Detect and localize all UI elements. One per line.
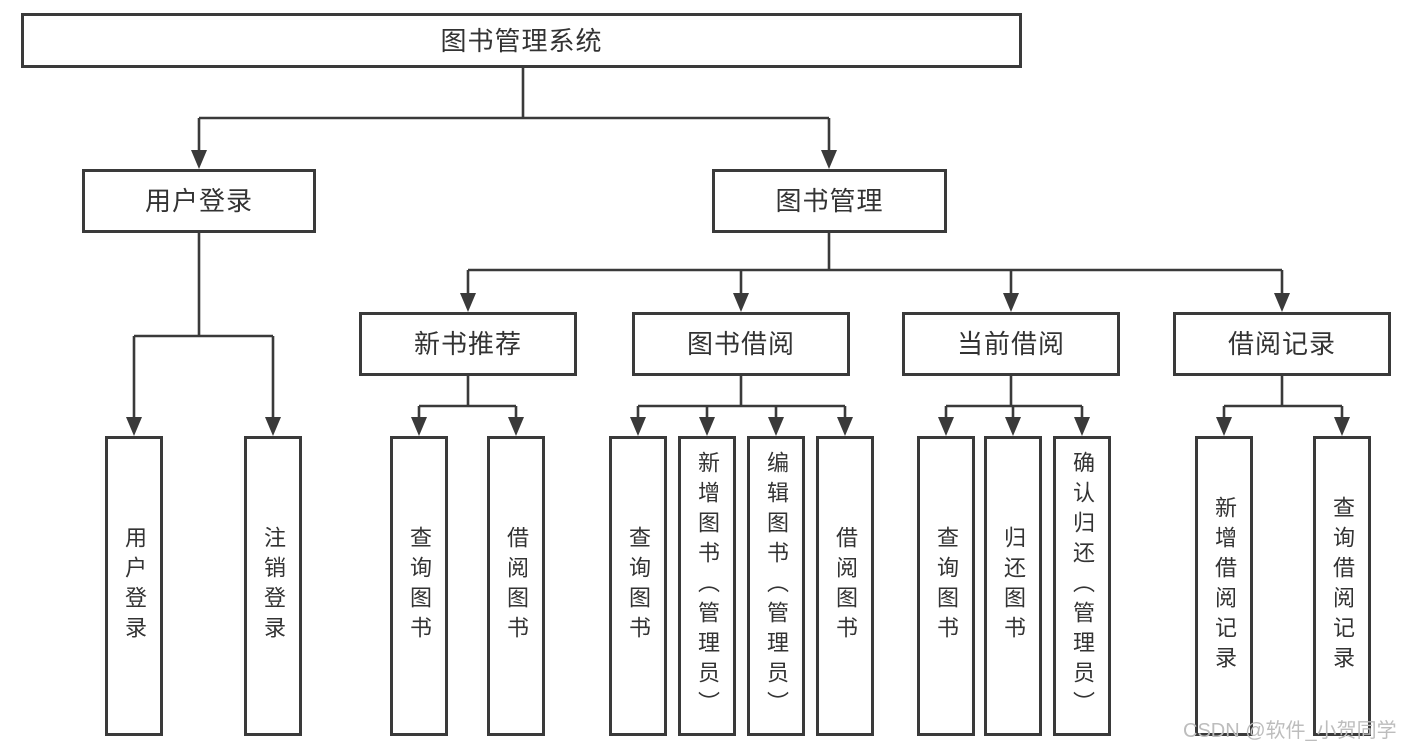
- arrowhead-icon: [1216, 417, 1232, 436]
- node-label: 新增图书（管理员）: [695, 451, 720, 721]
- arrowhead-icon: [821, 150, 837, 169]
- node-borrow-records: 借阅记录: [1173, 312, 1391, 376]
- node-leaf-bb-add-books-admin: 新增图书（管理员）: [678, 436, 736, 736]
- arrowhead-icon: [411, 417, 427, 436]
- node-user-login-branch: 用户登录: [82, 169, 316, 233]
- node-label: 新增借阅记录: [1212, 496, 1237, 676]
- arrowhead-icon: [733, 293, 749, 312]
- arrowhead-icon: [1074, 417, 1090, 436]
- node-label: 查询图书: [407, 526, 432, 646]
- node-label: 查询借阅记录: [1330, 496, 1355, 676]
- arrowhead-icon: [1003, 293, 1019, 312]
- arrowhead-icon: [460, 293, 476, 312]
- arrowhead-icon: [1005, 417, 1021, 436]
- connector-borrow-records: [1216, 376, 1350, 436]
- node-label: 借阅图书: [504, 526, 529, 646]
- arrowhead-icon: [699, 417, 715, 436]
- connector-current-borrowing: [938, 376, 1090, 436]
- node-root-label: 图书管理系统: [440, 25, 603, 56]
- node-label: 图书借阅: [686, 329, 795, 359]
- connector-user-login: [126, 233, 281, 436]
- connector-book-borrowing: [630, 376, 853, 436]
- node-book-borrowing: 图书借阅: [632, 312, 850, 376]
- arrowhead-icon: [191, 150, 207, 169]
- arrowhead-icon: [837, 417, 853, 436]
- node-leaf-bb-query-books: 查询图书: [609, 436, 667, 736]
- node-book-management: 图书管理: [712, 169, 947, 233]
- node-leaf-nb-borrow-books: 借阅图书: [487, 436, 545, 736]
- node-label: 图书管理: [775, 186, 884, 216]
- node-leaf-cb-confirm-return-admin: 确认归还（管理员）: [1053, 436, 1111, 736]
- node-new-book-recommend: 新书推荐: [359, 312, 577, 376]
- node-label: 查询图书: [626, 526, 651, 646]
- arrowhead-icon: [630, 417, 646, 436]
- arrowhead-icon: [126, 417, 142, 436]
- arrowhead-icon: [265, 417, 281, 436]
- arrowhead-icon: [938, 417, 954, 436]
- node-leaf-user-login: 用户登录: [105, 436, 163, 736]
- node-label: 确认归还（管理员）: [1070, 451, 1095, 721]
- node-label: 归还图书: [1001, 526, 1026, 646]
- arrowhead-icon: [768, 417, 784, 436]
- node-label: 编辑图书（管理员）: [764, 451, 789, 721]
- connector-root: [191, 68, 837, 169]
- node-leaf-nb-query-books: 查询图书: [390, 436, 448, 736]
- watermark: CSDN @软件_小贺同学: [1183, 720, 1397, 742]
- node-label: 新书推荐: [413, 329, 522, 359]
- node-label: 注销登录: [261, 526, 286, 646]
- arrowhead-icon: [508, 417, 524, 436]
- node-leaf-cb-return-books: 归还图书: [984, 436, 1042, 736]
- arrowhead-icon: [1274, 293, 1290, 312]
- connector-new-book-recommend: [411, 376, 524, 436]
- node-label: 查询图书: [934, 526, 959, 646]
- node-leaf-bb-edit-books-admin: 编辑图书（管理员）: [747, 436, 805, 736]
- node-root: 图书管理系统: [21, 13, 1022, 68]
- node-label: 借阅图书: [833, 526, 858, 646]
- node-leaf-br-query-borrow-record: 查询借阅记录: [1313, 436, 1371, 736]
- node-leaf-logout: 注销登录: [244, 436, 302, 736]
- node-label: 用户登录: [122, 526, 147, 646]
- node-leaf-br-add-borrow-record: 新增借阅记录: [1195, 436, 1253, 736]
- connector-book-management: [460, 233, 1290, 312]
- node-label: 借阅记录: [1227, 329, 1336, 359]
- arrowhead-icon: [1334, 417, 1350, 436]
- node-label: 当前借阅: [956, 329, 1065, 359]
- node-current-borrowing: 当前借阅: [902, 312, 1120, 376]
- node-leaf-bb-borrow-books: 借阅图书: [816, 436, 874, 736]
- node-label: 用户登录: [144, 186, 253, 216]
- node-leaf-cb-query-books: 查询图书: [917, 436, 975, 736]
